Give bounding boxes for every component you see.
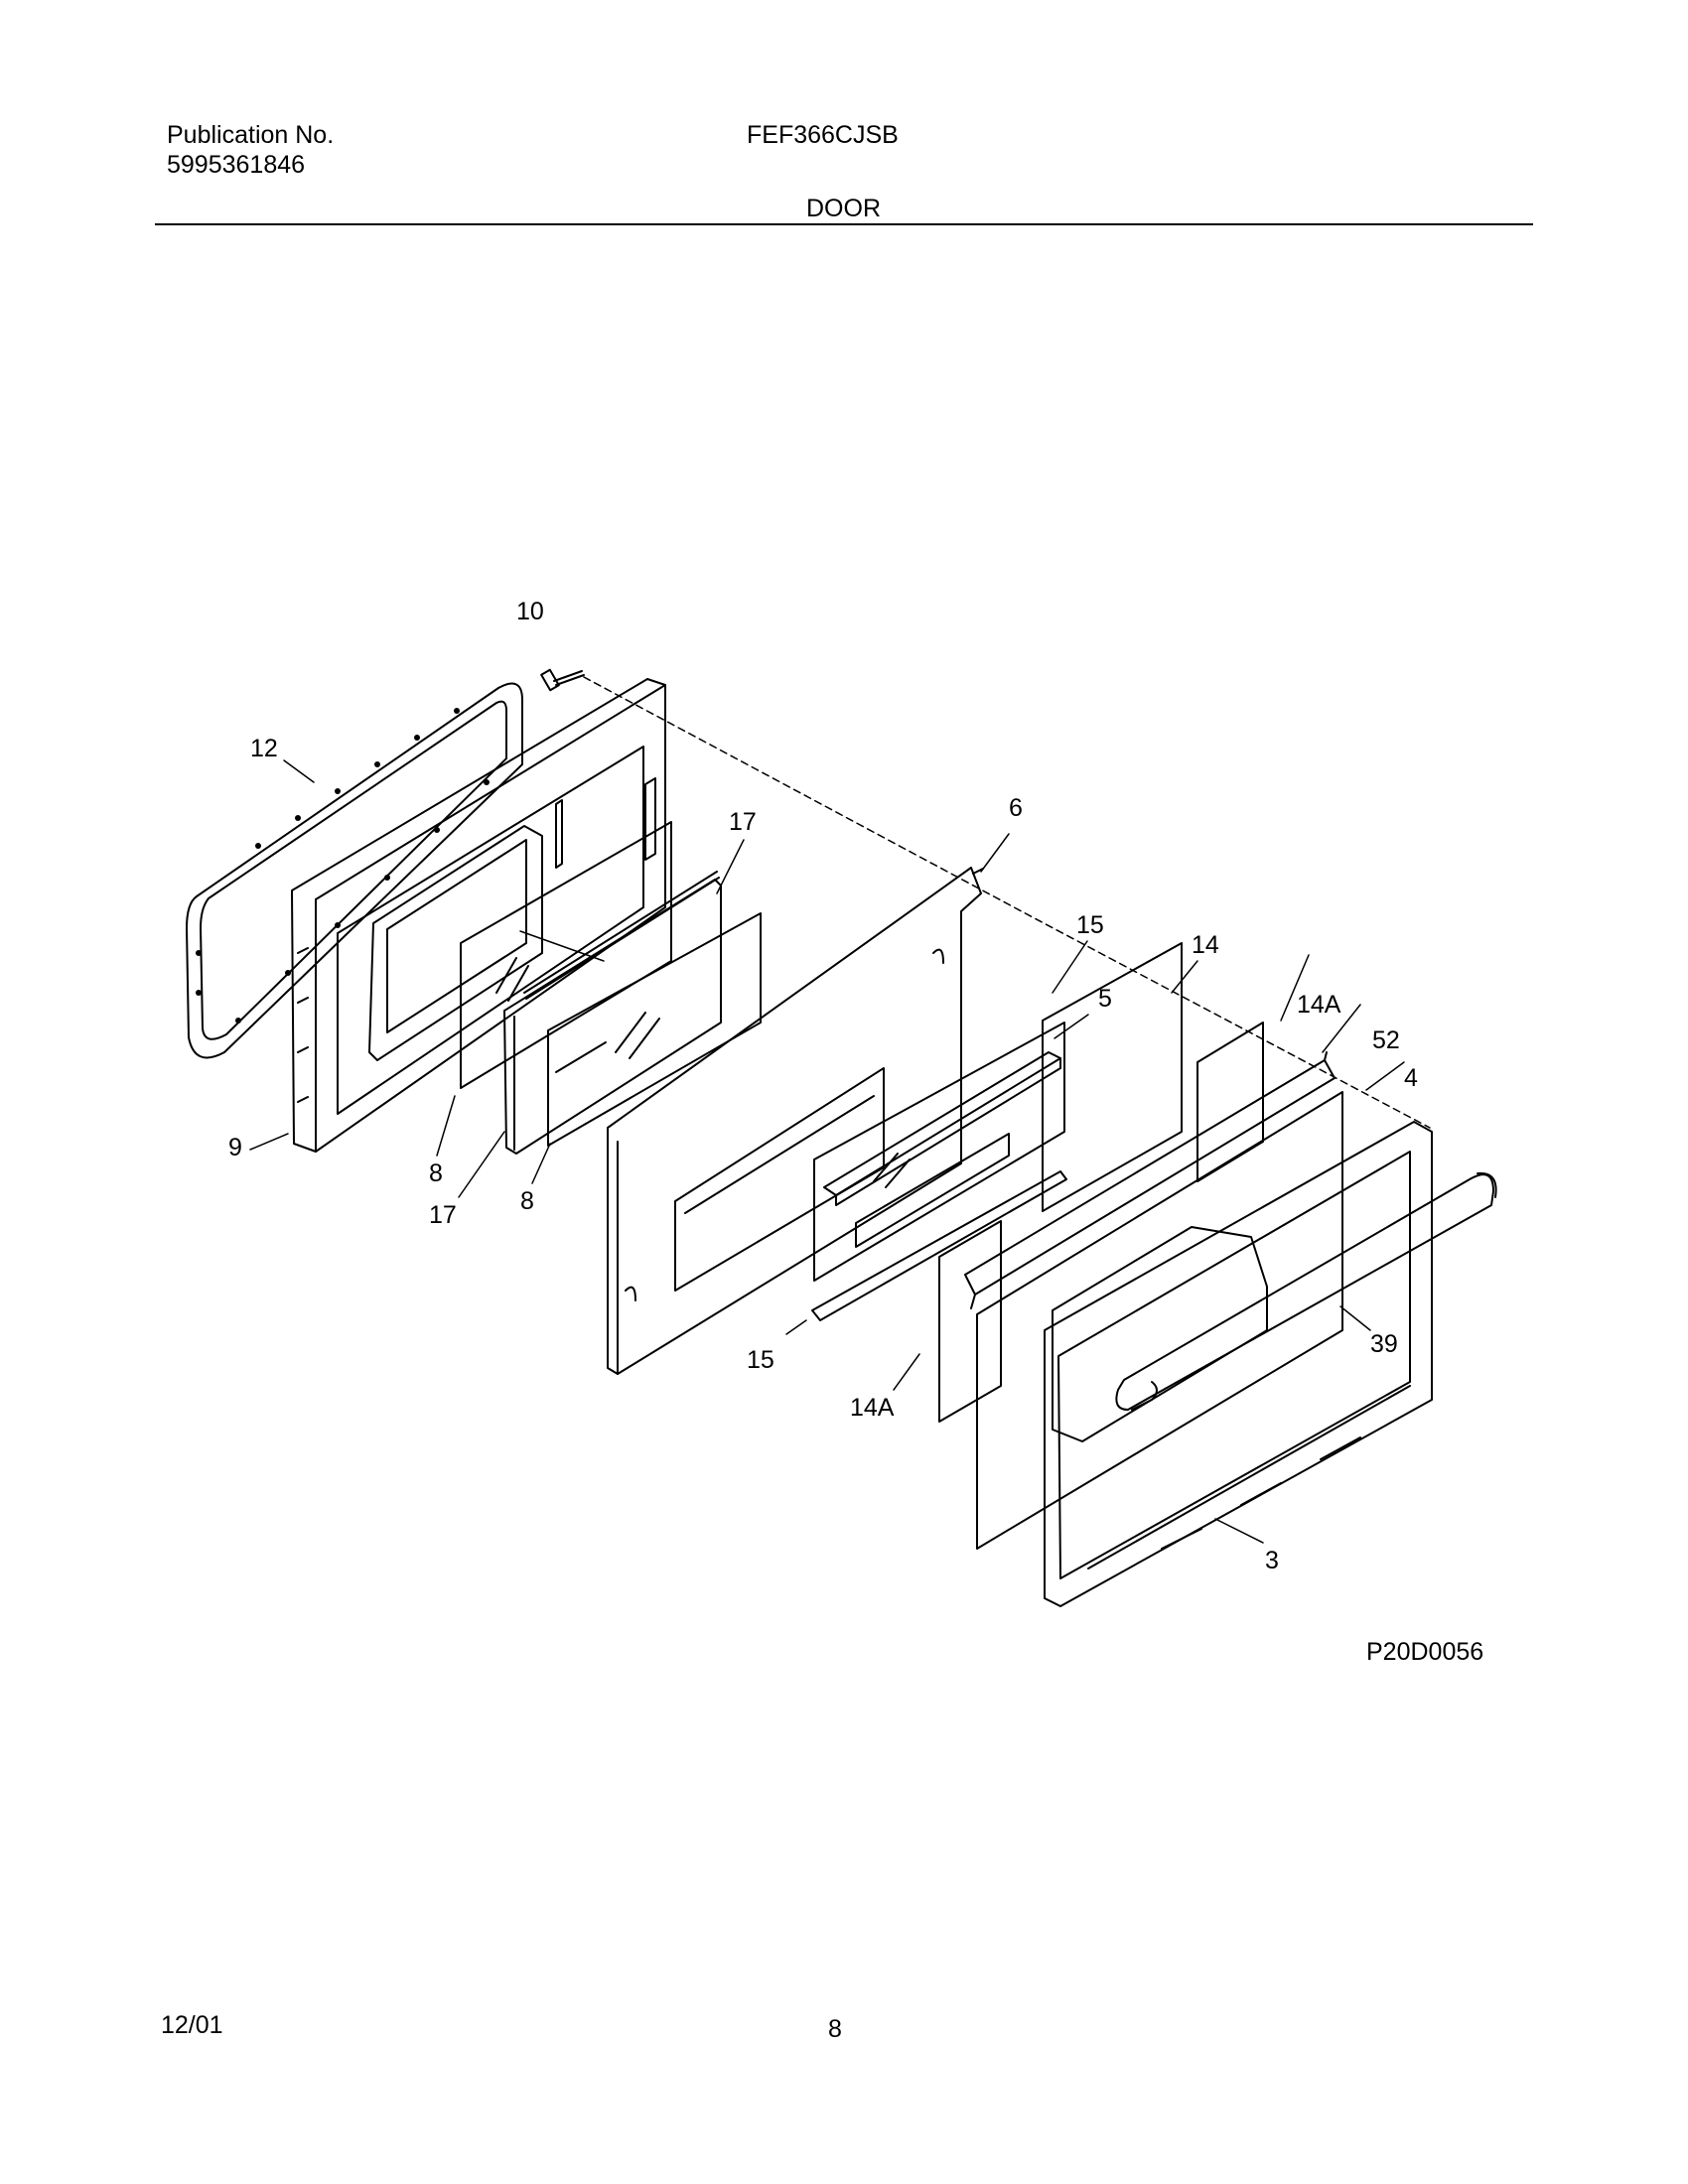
callout-5: 5 bbox=[1098, 985, 1112, 1013]
callout-14: 14 bbox=[1192, 931, 1219, 959]
gasket-clips bbox=[196, 708, 490, 1024]
publication-label: Publication No. bbox=[167, 121, 335, 149]
callout-39: 39 bbox=[1370, 1330, 1398, 1358]
callout-17-lower: 17 bbox=[429, 1201, 457, 1229]
insulation-shield-upper-part bbox=[1196, 1022, 1264, 1182]
leader-lines bbox=[249, 759, 1405, 1544]
callout-3: 3 bbox=[1265, 1547, 1279, 1574]
door-vent-trim-part bbox=[964, 1051, 1336, 1309]
model-number: FEF366CJSB bbox=[747, 121, 899, 149]
revision-date: 12/01 bbox=[161, 2011, 223, 2039]
header-rule bbox=[155, 223, 1533, 225]
callout-6: 6 bbox=[1009, 794, 1023, 822]
callout-9: 9 bbox=[228, 1134, 242, 1161]
assembly-axis-line bbox=[583, 676, 1431, 1129]
callout-4: 4 bbox=[1404, 1064, 1418, 1092]
section-title: DOOR bbox=[806, 195, 881, 222]
screw-part bbox=[540, 668, 585, 692]
callout-14a-upper: 14A bbox=[1297, 991, 1341, 1019]
rear-glass-panel-part bbox=[460, 821, 672, 1089]
callout-52: 52 bbox=[1372, 1026, 1400, 1054]
callout-14a-lower: 14A bbox=[850, 1394, 895, 1422]
callout-15-lower: 15 bbox=[747, 1346, 774, 1374]
inner-door-panel-part bbox=[607, 867, 984, 1375]
callout-8-front: 8 bbox=[520, 1187, 534, 1215]
publication-number: 5995361846 bbox=[167, 151, 306, 179]
callout-15-upper: 15 bbox=[1076, 911, 1104, 939]
door-gasket-part bbox=[186, 682, 523, 1059]
outer-glass-part bbox=[976, 1091, 1343, 1550]
upper-trim-strip-part bbox=[823, 1051, 1061, 1206]
figure-code: P20D0056 bbox=[1366, 1638, 1484, 1666]
center-glass-part bbox=[813, 1022, 1065, 1282]
glass-channel-part bbox=[503, 871, 722, 1155]
lower-trim-strip-part bbox=[811, 1170, 1067, 1321]
callout-10: 10 bbox=[516, 598, 544, 625]
callout-17-upper: 17 bbox=[729, 808, 757, 836]
page-number: 8 bbox=[828, 2015, 842, 2043]
insulation-shield-lower-part bbox=[938, 1220, 1002, 1423]
insulation-panel-part bbox=[1042, 942, 1183, 1212]
callout-8-rear: 8 bbox=[429, 1160, 443, 1187]
door-liner-part bbox=[291, 678, 666, 1153]
door-frame-part bbox=[1044, 1121, 1433, 1607]
callout-12: 12 bbox=[250, 735, 278, 762]
door-handle-part bbox=[1115, 1171, 1497, 1411]
front-glass-panel-part bbox=[547, 912, 762, 1147]
